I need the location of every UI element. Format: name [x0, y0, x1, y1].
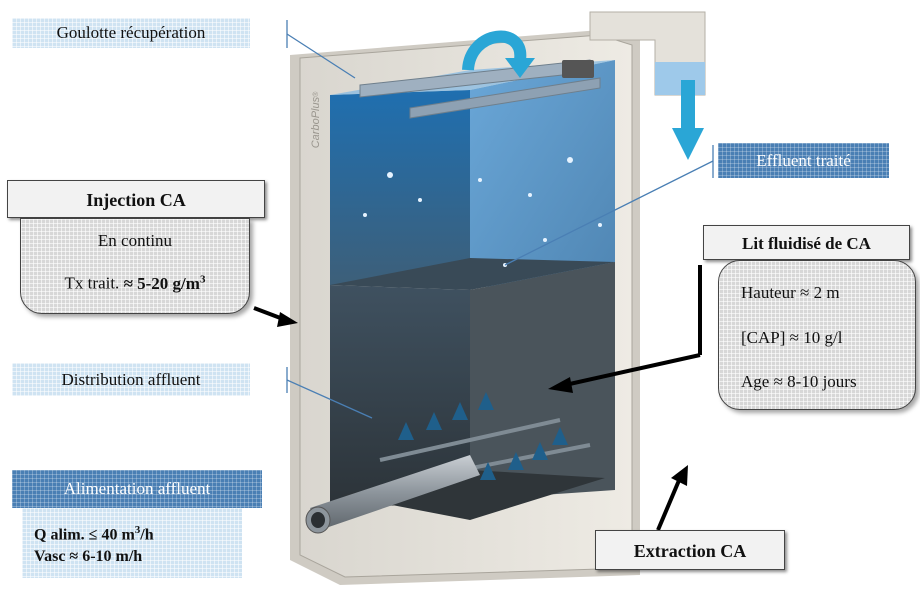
- lit-age: Age ≈ 8-10 jours: [741, 372, 857, 391]
- extraction-text: Extraction CA: [633, 541, 747, 561]
- lit-hauteur: Hauteur ≈ 2 m: [741, 283, 840, 302]
- effluent-text: Effluent traité: [756, 151, 851, 170]
- lit-body: Hauteur ≈ 2 m [CAP] ≈ 10 g/l Age ≈ 8-10 …: [718, 260, 916, 410]
- alim-q-sup: 3: [134, 524, 141, 536]
- brand-name: CarboPlus: [310, 96, 322, 149]
- injection-line2-sup: 3: [199, 273, 206, 285]
- fluidised-bed: [330, 258, 615, 520]
- brand-logo: CarboPlus®: [281, 92, 351, 149]
- lit-cap: [CAP] ≈ 10 g/l: [741, 328, 843, 347]
- injection-line2-value: ≈ 5-20 g/m: [123, 273, 200, 293]
- injection-line2: Tx trait. ≈ 5-20 g/m3: [21, 273, 249, 294]
- brand-mark: ®: [312, 91, 320, 97]
- injection-title-box: Injection CA: [7, 180, 265, 218]
- callout-arrows: [253, 265, 702, 531]
- alim-vasc: Vasc ≈ 6-10 m/h: [34, 548, 143, 565]
- alimentation-label: Alimentation affluent: [12, 470, 262, 508]
- distribution-text: Distribution affluent: [61, 370, 201, 389]
- alimentation-text: Alimentation affluent: [63, 479, 211, 498]
- goulotte-label: Goulotte récupération: [12, 18, 250, 48]
- alim-q-line: Q alim. ≤ 40 m3/h: [34, 524, 154, 544]
- alim-q-prefix: Q alim. ≤ 40 m: [34, 526, 135, 544]
- outlet-arrow-icon: [672, 80, 704, 160]
- effluent-label: Effluent traité: [718, 143, 889, 178]
- distribution-label: Distribution affluent: [12, 363, 250, 396]
- water-column: [330, 60, 615, 300]
- pointer-lines: [286, 20, 714, 419]
- alim-q-suffix: /h: [140, 526, 154, 544]
- injection-body: En continu Tx trait. ≈ 5-20 g/m3: [20, 218, 250, 314]
- injection-line1: En continu: [97, 231, 173, 250]
- injection-title: Injection CA: [86, 190, 186, 210]
- inlet-pipe: [305, 455, 480, 534]
- alimentation-values: Q alim. ≤ 40 m3/h Vasc ≈ 6-10 m/h: [22, 508, 242, 578]
- lit-title: Lit fluidisé de CA: [742, 234, 871, 253]
- extraction-label: Extraction CA: [595, 530, 785, 570]
- goulotte-text: Goulotte récupération: [56, 23, 206, 42]
- lit-title-box: Lit fluidisé de CA: [703, 225, 910, 260]
- bubbles: [363, 157, 602, 267]
- injection-line2-prefix: Tx trait.: [64, 273, 124, 293]
- recirculation-arrow-icon: [462, 30, 535, 78]
- collection-troughs: [359, 59, 601, 119]
